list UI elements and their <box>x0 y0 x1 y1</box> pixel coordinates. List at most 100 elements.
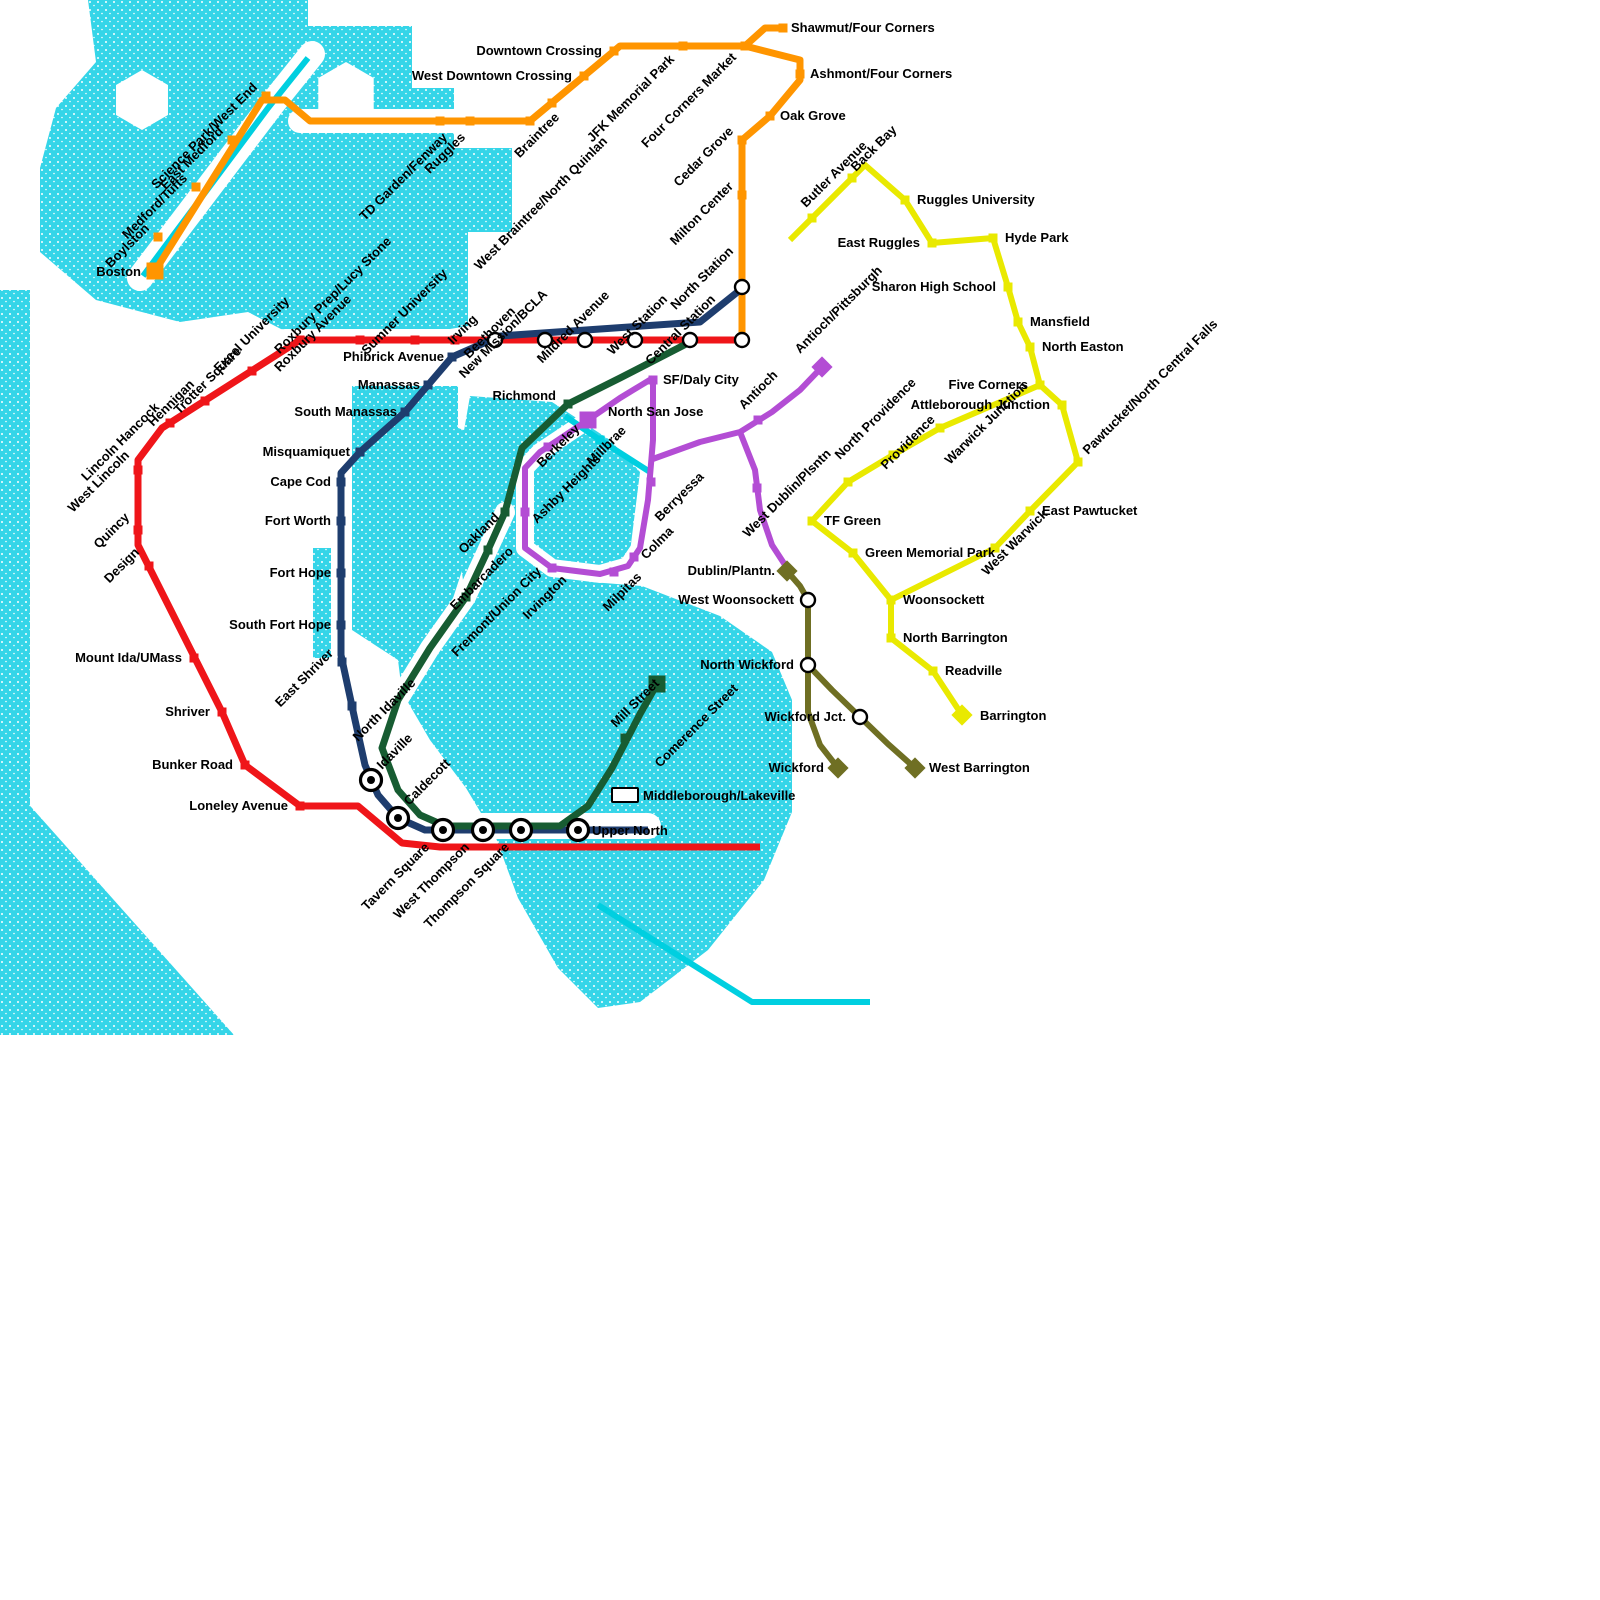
line-olive-branch <box>805 665 841 770</box>
station-south-manassas-marker <box>400 407 410 417</box>
station-hyde-park-marker <box>988 233 998 243</box>
station-south-manassas-label: South Manassas <box>294 404 397 419</box>
station-jfk-memorial-park-marker <box>678 41 688 51</box>
station-butler-avenue-marker <box>807 213 817 223</box>
station-mill-street-marker <box>648 675 666 693</box>
station-boylston-marker <box>153 232 163 242</box>
water-area-7 <box>0 772 234 1035</box>
station-readville-label: Readville <box>945 663 1002 678</box>
station-irving-marker <box>486 331 504 349</box>
station-five-corners-marker <box>1035 380 1045 390</box>
station-millbrae-marker <box>595 435 605 445</box>
station-west-dublin-plsntn-marker <box>752 483 762 493</box>
station-shriver-marker <box>217 707 227 717</box>
station-boston-marker <box>146 262 164 280</box>
station-ruggles-marker <box>465 116 475 126</box>
station-west-barrington-marker <box>904 757 926 779</box>
station-ashby-heights-marker <box>520 507 530 517</box>
station-mount-ida-umass-marker <box>189 653 199 663</box>
station-four-corners-market-marker <box>740 41 750 51</box>
station-oak-grove-marker <box>765 111 775 121</box>
station-five-corners-label: Five Corners <box>949 377 1028 392</box>
station-loneley-avenue-marker <box>295 801 305 811</box>
station-roxbury-avenue-marker <box>355 335 365 345</box>
station-ashmont-four-corners-label: Ashmont/Four Corners <box>810 66 952 81</box>
line-green-line <box>378 338 692 830</box>
station-excel-university-marker <box>295 335 305 345</box>
station-irvington-marker <box>547 563 557 573</box>
station-mildred-avenue-marker <box>626 331 644 349</box>
water-area-2 <box>0 290 30 870</box>
station-braintree-marker <box>547 98 557 108</box>
station-wickford-jct-marker <box>851 708 869 726</box>
station-wickford-marker <box>827 757 849 779</box>
station-boston-label: Boston <box>96 264 141 279</box>
station-west-downtown-crossing-marker <box>579 71 589 81</box>
station-central-station-marker <box>733 331 751 349</box>
station-middleborough-lakeville-label: Middleborough/Lakeville <box>643 788 795 803</box>
station-wickford-jct-label: Wickford Jct. <box>764 709 846 724</box>
station-roxbury-prep-lucy-stone-marker <box>410 335 420 345</box>
station-mansfield-marker <box>1013 317 1023 327</box>
station-warwick-junction-marker <box>935 423 945 433</box>
station-sumner-university-marker <box>450 335 460 345</box>
station-antioch-pittsburgh-marker <box>811 356 833 378</box>
station-green-memorial-park-label: Green Memorial Park <box>865 545 996 560</box>
station-trotter-square-marker <box>247 366 257 376</box>
station-colma-marker <box>629 552 639 562</box>
line-cyan-south-shore <box>596 902 870 1005</box>
station-phibrick-avenue-marker <box>447 352 457 362</box>
station-manassas-marker <box>423 380 433 390</box>
station-west-downtown-crossing-label: West Downtown Crossing <box>412 68 572 83</box>
station-north-wickford-label: North Wickford <box>700 657 794 672</box>
station-west-thompson-marker-core <box>479 826 487 834</box>
station-fort-hope-marker <box>336 568 346 578</box>
station-north-san-jose-label: North San Jose <box>608 404 703 419</box>
station-ashmont-four-corners-marker <box>795 69 805 79</box>
station-medford-tufts-marker <box>191 182 201 192</box>
station-south-fort-hope-label: South Fort Hope <box>229 617 331 632</box>
station-fort-worth-marker <box>336 516 346 526</box>
station-woonsockett-label: Woonsockett <box>903 592 985 607</box>
station-shriver-label: Shriver <box>165 704 210 719</box>
station-berryessa-marker <box>646 477 656 487</box>
station-cape-cod-label: Cape Cod <box>270 474 331 489</box>
station-green-memorial-park-marker <box>848 548 858 558</box>
station-north-barrington-label: North Barrington <box>903 630 1008 645</box>
station-embarcadero-marker <box>483 545 493 555</box>
station-oak-grove-label: Oak Grove <box>780 108 846 123</box>
station-oakland-marker <box>500 507 510 517</box>
station-upper-north-label: Upper North <box>592 823 668 838</box>
station-milpitas-marker <box>609 567 619 577</box>
station-dublin-plantn-label: Dublin/Plantn. <box>688 563 775 578</box>
station-ruggles-university-marker <box>900 195 910 205</box>
station-middleborough-lakeville-marker <box>611 787 639 803</box>
station-quincy-marker <box>133 525 143 535</box>
station-tavern-square-marker-core <box>439 826 447 834</box>
station-pawtucket-north-central-falls-marker <box>1073 457 1083 467</box>
station-berkeley-marker <box>543 442 553 452</box>
station-mansfield-label: Mansfield <box>1030 314 1090 329</box>
station-barrington-label: Barrington <box>980 708 1047 723</box>
station-attleborough-junction-label: Attleborough Junction <box>911 397 1050 412</box>
station-north-idaville-marker <box>347 701 357 711</box>
station-bunker-road-marker <box>240 760 250 770</box>
station-east-medford-marker <box>227 135 237 145</box>
station-richmond-marker <box>563 399 573 409</box>
station-woonsockett-marker <box>886 595 896 605</box>
station-west-braintree-north-quinlan-marker <box>525 116 535 126</box>
station-shawmut-four-corners-marker <box>778 23 788 33</box>
station-west-woonsockett-label: West Woonsockett <box>678 592 794 607</box>
station-downtown-crossing-marker <box>609 46 619 56</box>
station-richmond-label: Richmond <box>492 388 556 403</box>
station-misquamiquet-marker <box>355 447 365 457</box>
station-cape-cod-marker <box>336 477 346 487</box>
island-hexagon-1 <box>116 70 168 130</box>
station-bunker-road-label: Bunker Road <box>152 757 233 772</box>
station-south-fort-hope-marker <box>336 620 346 630</box>
station-sf-daly-city-marker <box>648 375 658 385</box>
station-north-providence-marker <box>843 477 853 487</box>
station-west-warwick-marker <box>990 543 1000 553</box>
